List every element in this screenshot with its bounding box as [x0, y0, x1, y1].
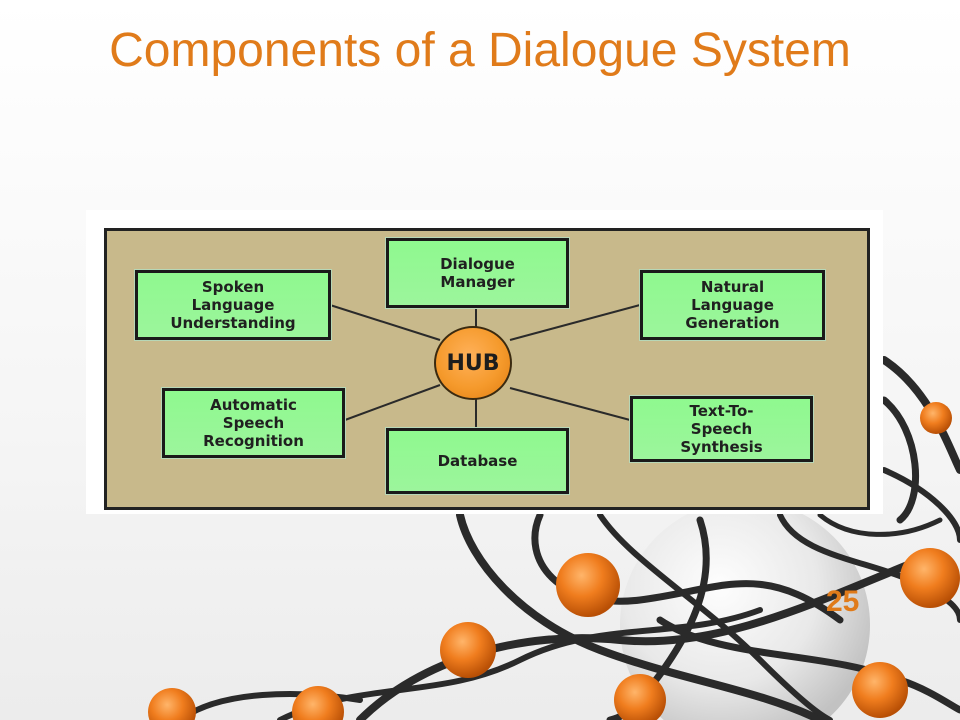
node-dialogue-manager: Dialogue Manager [385, 237, 570, 309]
slide-title: Components of a Dialogue System [109, 24, 851, 77]
node-spoken-language-understanding: Spoken Language Understanding [134, 269, 332, 341]
page-number: 25 [826, 585, 860, 618]
node-automatic-speech-recognition: Automatic Speech Recognition [161, 387, 346, 459]
node-text-to-speech-synthesis: Text-To- Speech Synthesis [629, 395, 814, 463]
hub-node: HUB [434, 326, 512, 400]
node-natural-language-generation: Natural Language Generation [639, 269, 826, 341]
glass-sphere [620, 500, 870, 720]
orange-spheres [148, 402, 960, 720]
node-database: Database [385, 427, 570, 495]
